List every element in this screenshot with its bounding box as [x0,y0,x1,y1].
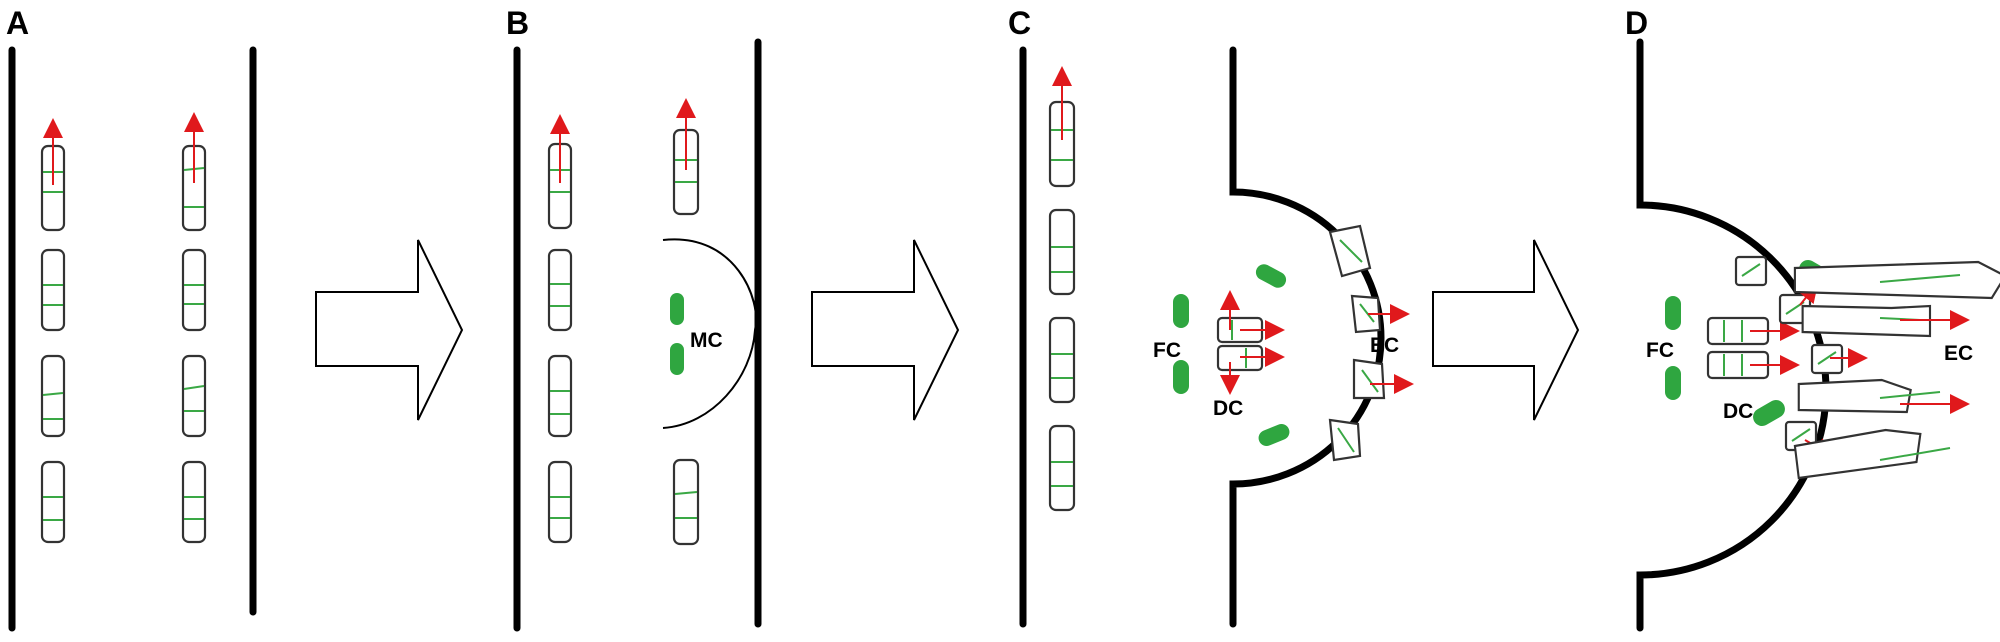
cell [1048,316,1076,404]
panel-letter-c: C [1008,5,1031,41]
panel-a: A [6,5,257,632]
label-ec: EC [1944,342,1973,365]
cell-column-left-b [547,114,573,544]
cell [672,458,700,546]
cell-body [1665,366,1681,400]
label-fc: FC [1646,339,1674,362]
cell [547,460,573,544]
cell [40,354,66,438]
cell-column-right-a [181,112,207,544]
cell-column-right-b [672,98,700,546]
cell [1048,208,1076,296]
label-dc: DC [1213,397,1243,420]
cell-body [1173,294,1189,328]
cell [1048,424,1076,512]
cell-column-left-c [1048,66,1076,512]
panel-c: C FC DC [1008,5,1414,628]
label-mc: MC [690,329,723,352]
label-dc: DC [1723,400,1753,423]
panel-letter-b: B [506,5,529,41]
panel-letter-a: A [6,5,29,41]
label-ec: EC [1370,334,1399,357]
cell-body [1255,264,1287,288]
cell [547,248,573,332]
ec-cells-d [1793,260,2000,480]
cell [40,460,66,544]
cell [547,354,573,438]
right-arrow-icon [1432,239,1580,421]
right-arrow-icon [315,239,464,421]
ec-cells-c [1328,224,1414,462]
cell [40,248,66,332]
mc-zone-outline [662,238,757,429]
cell-body [1173,360,1189,394]
cell [1797,378,1912,414]
cell-body [1753,400,1785,426]
wall-right-c [1229,46,1385,628]
cell [1350,294,1382,334]
cell [1793,428,1922,480]
cell-body [1665,296,1681,330]
panel-letter-d: D [1625,5,1648,41]
cell [181,354,207,438]
cell-body [670,293,684,325]
cell-column-left-a [40,118,66,544]
panel-b: B MC [506,5,762,632]
cell [181,248,207,332]
cell [181,460,207,544]
label-fc: FC [1153,339,1181,362]
right-arrow-icon [811,239,960,421]
panel-d: D FC DC [1625,5,2000,632]
cell-body [670,343,684,375]
cell-body [1258,424,1290,446]
